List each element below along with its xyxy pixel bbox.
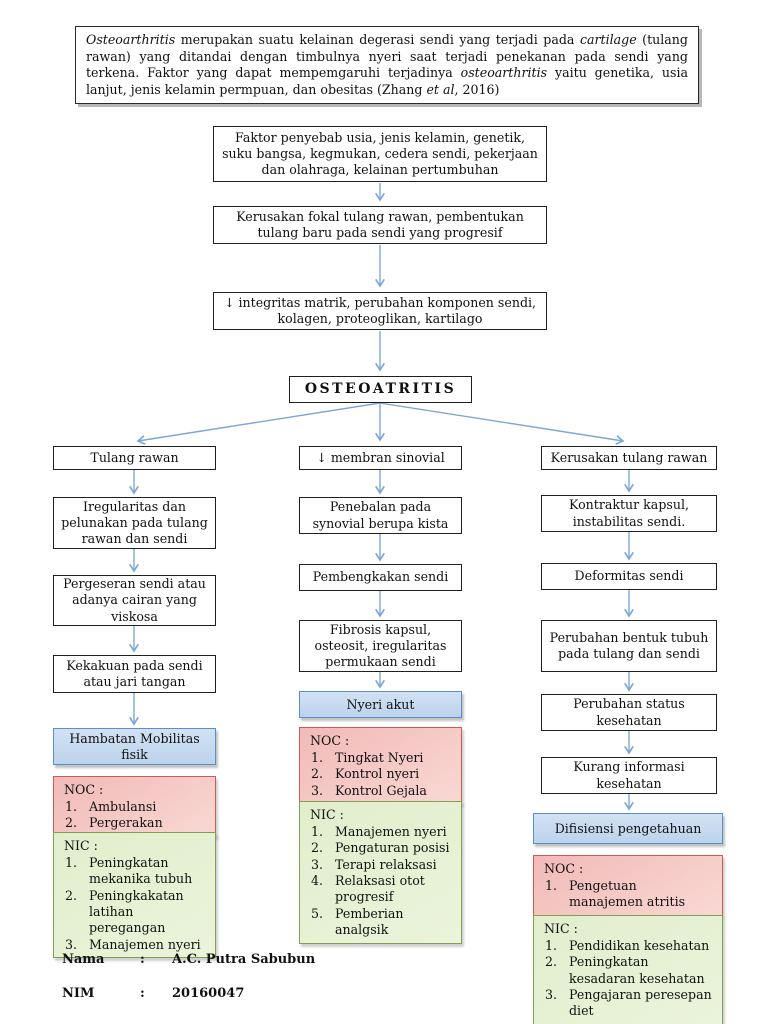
author-name-separator: : [140,952,145,967]
author-nim-value: 20160047 [172,986,245,1001]
plan-list-item: Pemberian analgsik [335,905,404,938]
branch-header-middle: ↓ membran sinovial [299,446,462,470]
right-nursing-diagnosis: Difisiensi pengetahuan [533,813,723,844]
author-name-value: A.C. Putra Sabubun [172,952,316,967]
plan-list-item: Pendidikan kesehatan [569,938,710,953]
plan-list-item: Peningkakatan latihan peregangan [89,887,184,936]
plan-list-item: Kontrol nyeri [335,766,420,782]
text-run: merupakan suatu kelainan degerasi sendi … [175,32,580,47]
text-run: et al [426,81,455,97]
flow-box-causal-factors: Faktor penyebab usia, jenis kelamin, gen… [213,126,547,182]
right-noc-title: NOC : [544,861,584,876]
left-noc-title: NOC : [64,782,104,797]
text-run: (tulang rawan) yang ditandai dengan timb… [86,32,688,81]
branch-header-right: Kerusakan tulang rawan [541,446,717,470]
plan-list-item: Tingkat Nyeri [335,750,424,765]
plan-list-item: Kontrol Gejala [335,782,427,798]
plan-list-item: Pergerakan [89,815,163,831]
flow-box-focal-damage: Kerusakan fokal tulang rawan, pembentuka… [213,206,547,244]
right-step-5: Kurang informasi kesehatan [541,757,717,794]
branch-header-left: Tulang rawan [53,446,216,470]
right-noc-box: NOC : Pengetuan manajemen atritis [533,855,723,916]
flow-box-osteoarthritis: OSTEOATRITIS [289,376,472,403]
left-nursing-diagnosis: Hambatan Mobilitas fisik [53,728,216,765]
left-nic-title: NIC : [64,838,98,853]
intro-definition-box: Osteoarthritis merupakan suatu kelainan … [75,26,699,104]
right-step-4: Perubahan status kesehatan [541,694,717,731]
right-nic-title: NIC : [544,921,578,936]
author-name-row: Nama : A.C. Putra Sabubun [62,952,422,967]
right-noc-list: Pengetuan manajemen atritis [542,878,714,911]
plan-list-item: Pengetuan manajemen atritis [569,878,686,910]
author-nim-label: NIM [62,986,95,1001]
text-run: Osteoarthritis [86,32,176,47]
right-step-1: Kontraktur kapsul, instabilitas sendi. [541,495,717,532]
left-step-3: Kekakuan pada sendi atau jari tangan [53,655,216,693]
author-nim-separator: : [140,986,145,1001]
flow-box-matrix-integrity: ↓ integritas matrik, perubahan komponen … [213,292,547,330]
middle-step-2: Pembengkakan sendi [299,564,462,591]
left-step-1: Iregularitas dan pelunakan pada tulang r… [53,497,216,549]
intro-text: Osteoarthritis merupakan suatu kelainan … [86,32,688,97]
middle-noc-title: NOC : [310,733,350,748]
middle-step-3: Fibrosis kapsul, osteosit, iregularitas … [299,620,462,672]
right-step-3: Perubahan bentuk tubuh pada tulang dan s… [541,620,717,672]
plan-list-item: Manajemen nyeri [89,936,201,952]
text-run: cartilage [579,32,637,47]
plan-list-item: Relaksasi otot progresif [335,873,425,905]
plan-list-item: Ambulansi [89,799,157,814]
plan-list-item: Peningkatan mekanika tubuh [89,855,193,887]
text-run: , 2016) [454,81,500,97]
right-step-2: Deformitas sendi [541,563,717,590]
middle-step-1: Penebalan pada synovial berupa kista [299,497,462,534]
author-nim-row: NIM : 20160047 [62,986,422,1001]
plan-list-item: Pengaturan posisi [335,840,450,856]
plan-list-item: Terapi relaksasi [335,856,437,872]
middle-nursing-diagnosis: Nyeri akut [299,691,462,718]
author-name-label: Nama [62,952,105,967]
text-run: yaitu genetika, usia lanjut, jenis kelam… [86,65,688,97]
plan-list-item: Peningkatan kesadaran kesehatan [569,954,705,986]
plan-list-item: Pengajaran peresepan diet [569,987,712,1019]
middle-nic-title: NIC : [310,807,344,822]
text-run: osteoarthritis [460,65,548,81]
left-step-2: Pergeseran sendi atau adanya cairan yang… [53,575,216,626]
plan-list-item: Manajemen nyeri [335,824,447,839]
